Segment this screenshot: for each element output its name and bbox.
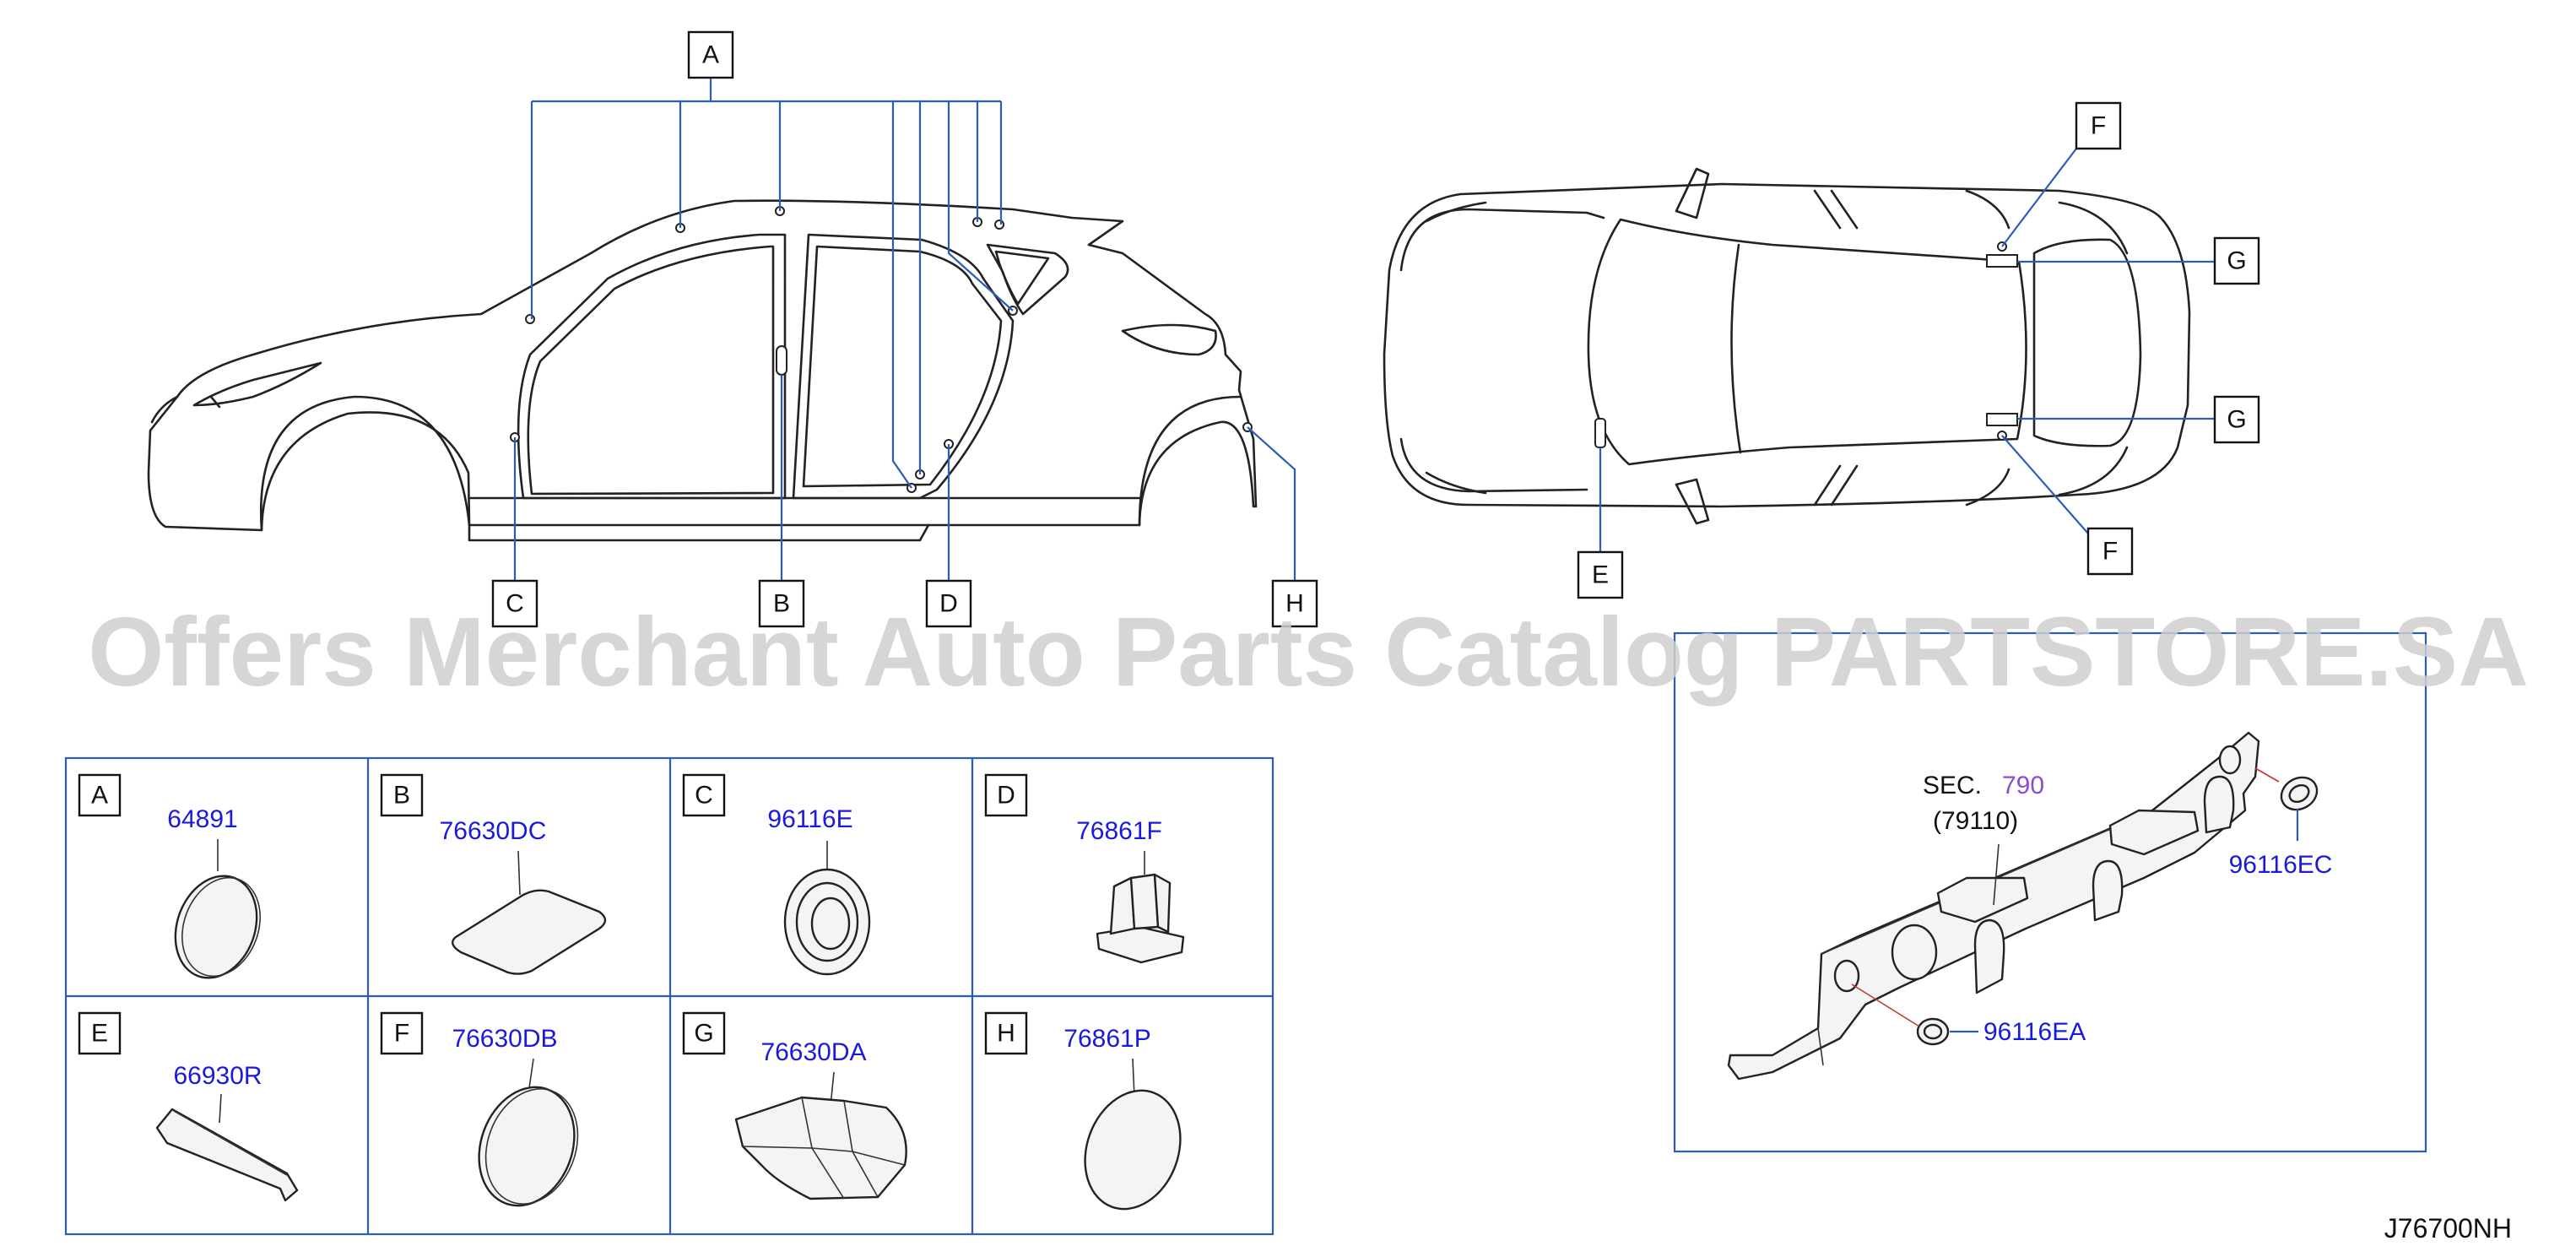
svg-text:D: D: [997, 782, 1015, 810]
part-number: 76861P: [1063, 1025, 1150, 1053]
callout-e-top: E: [1577, 550, 1624, 599]
part-number: 76861F: [1076, 817, 1162, 845]
svg-text:A: A: [91, 782, 108, 810]
part-number: 96116E: [767, 805, 852, 833]
callout-g-top: G: [2213, 236, 2260, 285]
callout-c-side: C: [491, 579, 538, 628]
table-cell-f: F 76630DB: [380, 1011, 579, 1207]
diagram-code: J76700NH: [2384, 1213, 2512, 1243]
rear-trim-detail: SEC. 790 (79110) 96116EC 96116EA: [1673, 631, 2427, 1153]
part-number: 64891: [167, 805, 237, 833]
svg-text:C: C: [506, 590, 524, 618]
callout-h-side: H: [1271, 579, 1318, 628]
car-side-view: [147, 199, 1258, 542]
part-number: 96116EA: [1983, 1018, 2086, 1046]
top-view-leaders: [1599, 148, 2215, 552]
svg-text:G: G: [2227, 406, 2246, 434]
sub-reference: (79110): [1933, 807, 2018, 835]
svg-text:G: G: [2227, 247, 2246, 275]
svg-text:E: E: [91, 1020, 108, 1048]
svg-text:G: G: [694, 1020, 713, 1048]
table-cell-a: A 64891: [78, 773, 261, 979]
svg-text:H: H: [997, 1020, 1015, 1048]
callout-b-side: B: [758, 579, 805, 628]
parts-table: A 64891 B 76630DC C 96116E D: [64, 756, 1274, 1236]
svg-text:E: E: [1592, 561, 1609, 589]
table-cell-h: H 76861P: [984, 1011, 1182, 1211]
table-cell-c: C 96116E: [682, 773, 871, 976]
table-cell-d: D 76861F: [984, 773, 1185, 964]
svg-text:C: C: [695, 782, 713, 810]
svg-text:F: F: [394, 1020, 409, 1048]
part-number: 76630DA: [760, 1038, 866, 1066]
sec-label: SEC.: [1923, 772, 1982, 799]
svg-text:B: B: [773, 590, 790, 618]
svg-text:H: H: [1285, 590, 1304, 618]
part-number: 66930R: [173, 1062, 262, 1090]
sec-number[interactable]: 790: [2002, 772, 2044, 799]
side-view-leaders: [513, 78, 1296, 591]
part-number: 76630DC: [440, 817, 547, 845]
table-cell-g: G 76630DA: [682, 1011, 907, 1200]
callout-f-bottom: F: [2086, 527, 2134, 576]
svg-text:B: B: [393, 782, 410, 810]
callout-f-top: F: [2075, 101, 2122, 150]
callout-g-bottom: G: [2213, 395, 2260, 444]
car-top-view: [1383, 167, 2191, 525]
callout-boxes: A C B D H F G G: [491, 30, 2260, 628]
callout-a-top: A: [687, 30, 734, 79]
table-cell-b: B 76630DC: [380, 773, 607, 975]
part-number: 76630DB: [452, 1025, 557, 1053]
callout-d-side: D: [925, 579, 972, 628]
svg-text:F: F: [2102, 538, 2118, 566]
svg-text:A: A: [702, 41, 719, 69]
svg-text:D: D: [939, 590, 958, 618]
table-cell-e: E 66930R: [78, 1011, 299, 1202]
svg-text:F: F: [2091, 112, 2106, 140]
watermark: Offers Merchant Auto Parts Catalog PARTS…: [88, 597, 2529, 707]
part-number: 96116EC: [2229, 851, 2333, 879]
